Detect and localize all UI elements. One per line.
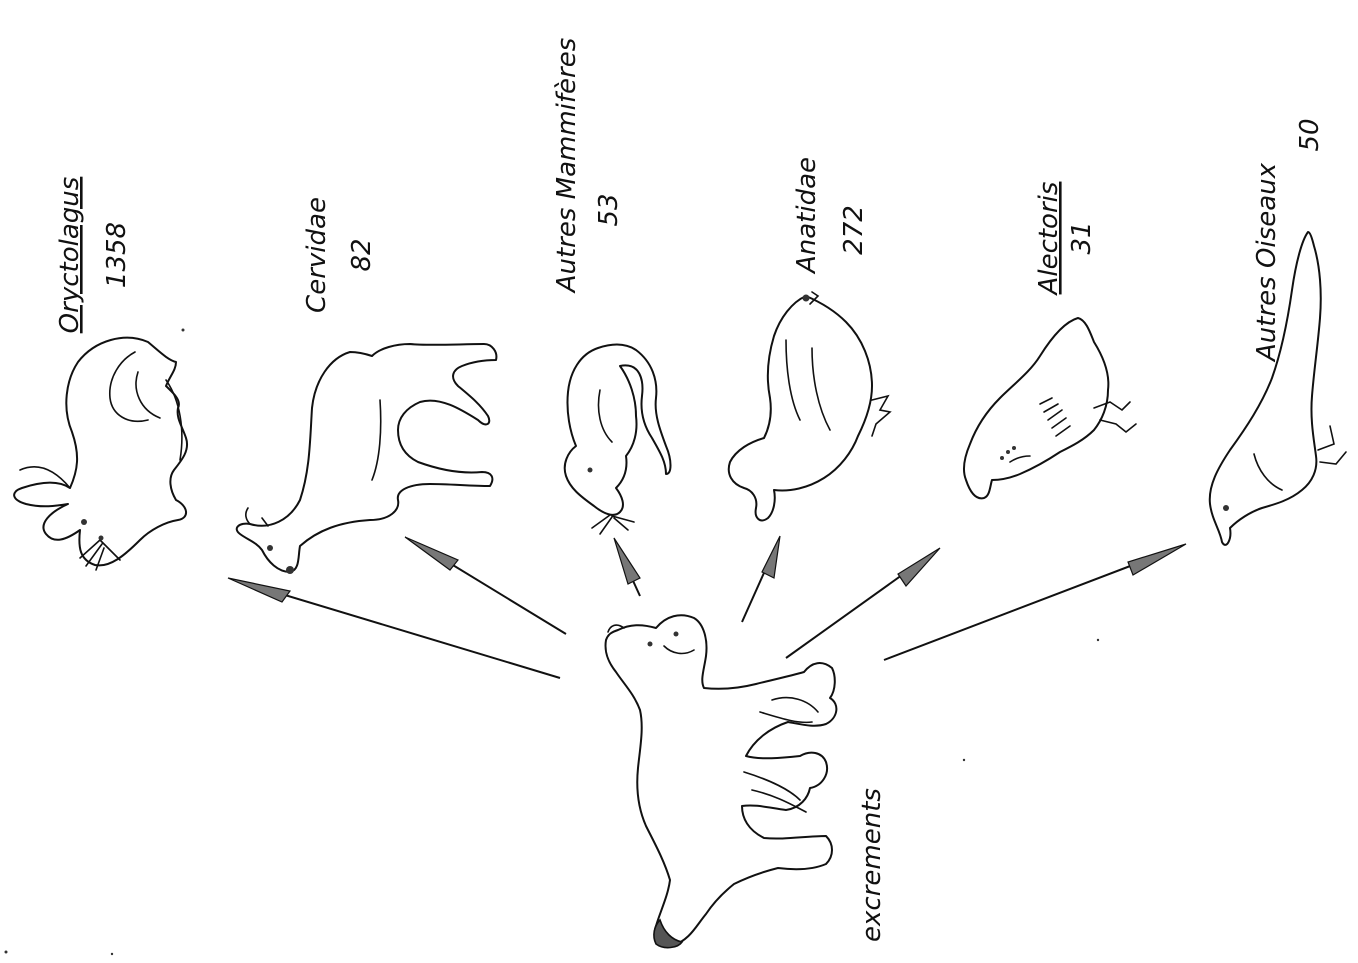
prey-count-autres-mammiferes: 53 — [594, 193, 624, 226]
prey-count-oryctolagus: 1358 — [102, 222, 132, 288]
prey-count-anatidae: 272 — [839, 205, 869, 255]
prey-name-anatidae: Anatidae — [792, 157, 822, 275]
mouse-illustration — [565, 345, 671, 535]
duck-illustration — [729, 292, 890, 520]
arrow-to-autres-mammiferes — [614, 538, 640, 596]
arrow-to-anatidae — [742, 536, 780, 622]
prey-name-autres-oiseaux: Autres Oiseaux — [1252, 162, 1282, 363]
arrow-to-cervidae — [405, 537, 566, 634]
prey-name-alectoris: Alectoris — [1034, 182, 1064, 297]
partridge-illustration — [964, 318, 1136, 498]
prey-name-autres-mammiferes: Autres Mammifères — [552, 38, 582, 295]
prey-count-autres-oiseaux: 50 — [1295, 118, 1325, 151]
arrow-to-autres-oiseaux — [884, 544, 1186, 660]
prey-count-alectoris: 31 — [1067, 221, 1097, 254]
rabbit-illustration — [14, 338, 187, 570]
prey-name-oryctolagus: Oryctolagus — [55, 177, 85, 334]
label-anatidae: Anatidae 272 — [792, 157, 869, 275]
cat-illustration — [605, 615, 836, 947]
arrow-to-oryctolagus — [228, 578, 560, 678]
label-autres-mammiferes: Autres Mammifères 53 — [552, 38, 624, 295]
label-cervidae: Cervidae 82 — [302, 197, 377, 313]
deer-illustration — [237, 344, 497, 574]
label-alectoris: Alectoris 31 — [1034, 182, 1097, 297]
prey-count-cervidae: 82 — [347, 238, 377, 271]
arrow-to-alectoris — [786, 548, 940, 658]
predator-label-excrements: excrements — [857, 788, 887, 942]
label-oryctolagus: Oryctolagus 1358 — [55, 177, 132, 334]
prey-name-cervidae: Cervidae — [302, 197, 332, 313]
